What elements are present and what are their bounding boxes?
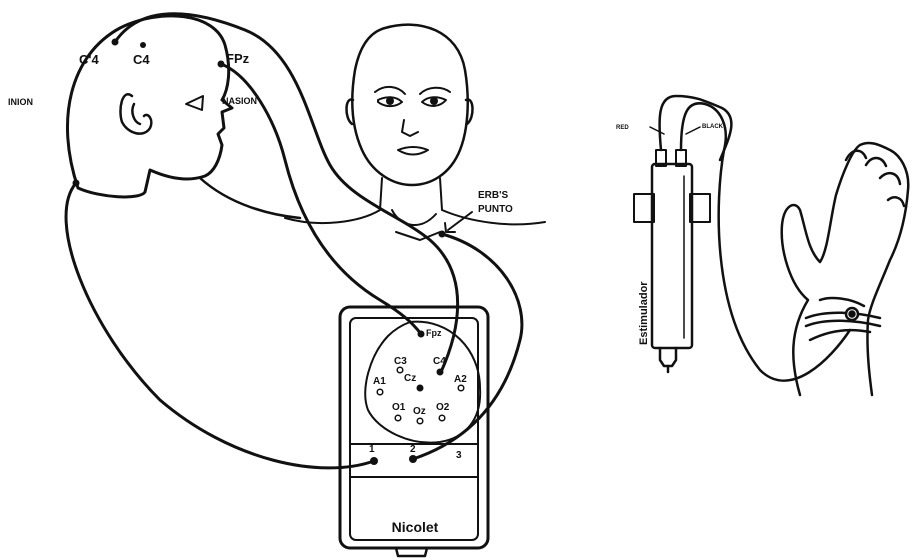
profile-ear: [120, 94, 151, 133]
electrode-c4-scalp: [140, 42, 146, 48]
label-black: BLACK: [702, 124, 724, 130]
jack-label-right: 3: [456, 450, 462, 461]
wire-inion: [66, 183, 374, 468]
label-erbs: ERB'S: [478, 190, 508, 201]
label-nasion: NASION: [222, 96, 257, 106]
front-head: [346, 25, 472, 185]
label-stimulator: Estimulador: [638, 281, 650, 345]
label-inion: INION: [8, 97, 33, 107]
electrode-label-oz: Oz: [413, 406, 426, 417]
device-name-label: Nicolet: [392, 519, 439, 535]
front-face-features: [375, 87, 450, 155]
label-punto: PUNTO: [478, 204, 513, 215]
electrode-a1: [377, 389, 383, 395]
electrode-label-fpz: Fpz: [426, 328, 442, 338]
electrode-label-o1: O1: [392, 402, 406, 413]
label-c4-prime: C'4: [79, 52, 99, 67]
profile-neck-shoulder: [200, 178, 300, 218]
label-fpz: FPz: [226, 51, 250, 66]
profile-eye: [186, 96, 203, 110]
lead-wires: [66, 14, 522, 468]
input-jacks: [370, 455, 417, 465]
electrode-a2: [458, 385, 464, 391]
stimulator-cables: [650, 96, 850, 381]
electrode-cz: [417, 385, 424, 392]
label-c4: C4: [133, 52, 150, 67]
scalp-electrodes: [73, 39, 446, 238]
electrode-oz: [417, 418, 423, 424]
electrode-label-a2: A2: [454, 374, 467, 385]
electrode-label-a1: A1: [373, 376, 386, 387]
electrode-c3: [397, 367, 403, 373]
hand-wrist: [782, 143, 909, 395]
electrode-o2: [439, 415, 445, 421]
electrode-label-c3: C3: [394, 356, 407, 367]
electrode-label-o2: O2: [436, 402, 450, 413]
electrode-label-cz: Cz: [404, 373, 416, 384]
electrode-o1: [395, 415, 401, 421]
profile-head: [67, 16, 232, 197]
jack-label-left: 1: [369, 444, 375, 455]
label-red: RED: [616, 125, 629, 131]
jack-label-middle: 2: [410, 444, 416, 455]
